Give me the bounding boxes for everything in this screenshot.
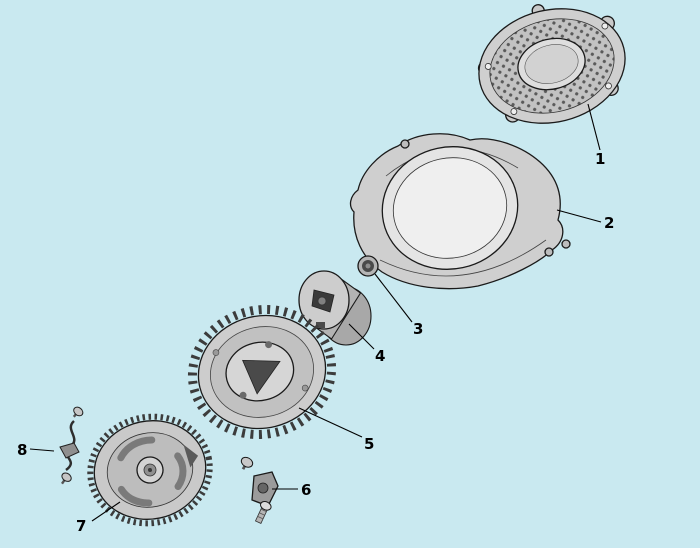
housing-screw-top [400,139,410,149]
callout-7: 7 [76,517,86,535]
callout-8: 8 [17,441,27,459]
part-3-bearing [357,255,379,277]
part-6-pawl-bracket [240,456,279,524]
callout-1: 1 [595,150,605,168]
part-1-starter-cover [477,4,626,124]
part-4-starter-cup [298,270,372,346]
part-5-flywheel [187,305,337,439]
leader-line-2 [556,209,602,223]
callout-6: 6 [301,481,311,499]
flywheel-center-hole [241,359,281,395]
callout-4: 4 [375,347,385,365]
callout-2: 2 [604,214,614,232]
leader-line-3 [374,273,413,323]
part-7-recoil-pulley [87,413,213,527]
leader-line-5 [298,407,363,438]
callouts: 1 2 3 4 5 6 7 8 [17,150,614,535]
part-8-wire-clip [59,406,84,485]
housing-screw-bottom-1 [544,247,554,257]
housing-screw-bottom-2 [561,239,571,249]
callout-3: 3 [413,320,423,338]
leader-line-7 [91,501,121,522]
leader-lines [29,103,602,522]
part-2-blower-housing [349,133,571,290]
leader-line-1 [587,103,601,151]
pulley-teeth [87,413,213,527]
flywheel-fins [187,305,337,439]
leader-line-8 [29,448,55,452]
callout-5: 5 [364,435,374,453]
leader-line-4 [348,323,375,350]
